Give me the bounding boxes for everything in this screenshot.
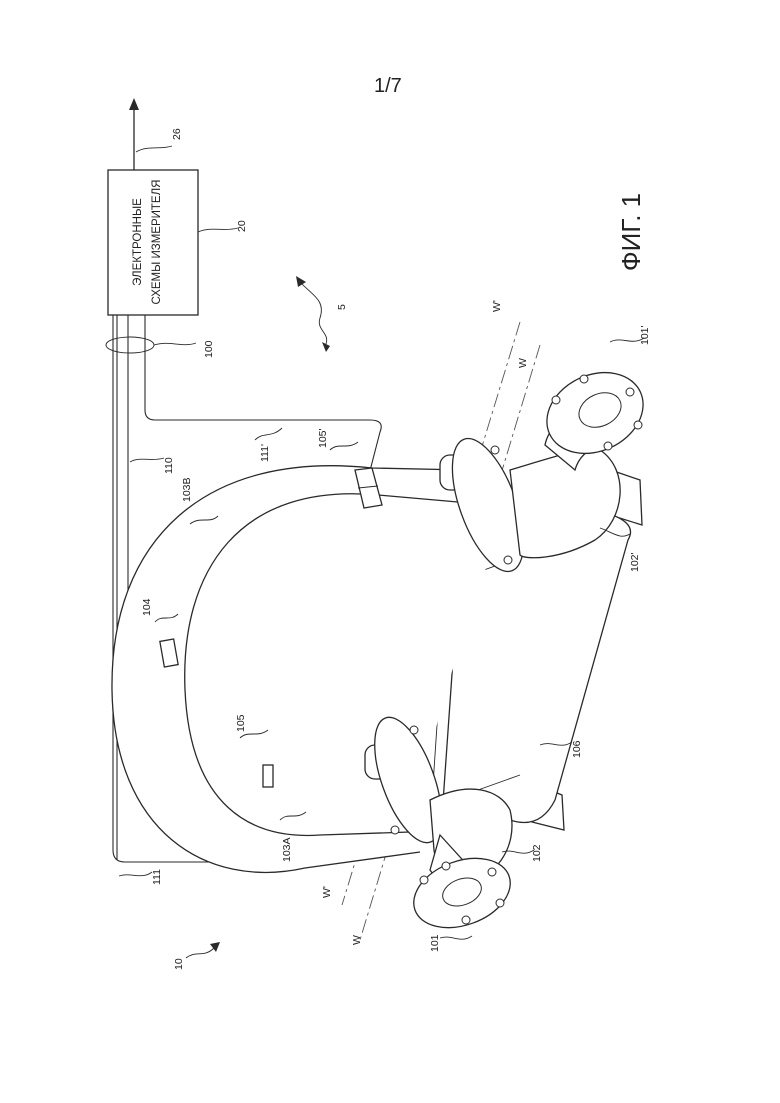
label-106: 106	[571, 740, 583, 758]
label-111: 111	[151, 869, 163, 885]
flowmeter-assembly	[112, 357, 656, 940]
label-5: 5	[336, 304, 348, 310]
label-101p: 101'	[639, 325, 651, 345]
label-26: 26	[171, 128, 183, 140]
label-103b: 103B	[181, 477, 193, 502]
label-110: 110	[163, 457, 175, 474]
electronics-box-line1: ЭЛЕКТРОННЫЕ	[132, 198, 144, 286]
meter-electronics-box: ЭЛЕКТРОННЫЕ СХЕМЫ ИЗМЕРИТЕЛЯ	[108, 170, 198, 315]
figure-title: ФИГ. 1	[616, 193, 646, 271]
page-number: 1/7	[374, 75, 402, 97]
label-10: 10	[173, 958, 185, 970]
assembly-5-pointer: 5	[296, 276, 348, 352]
label-w-bottom: W	[351, 935, 363, 945]
label-100: 100	[203, 340, 215, 358]
label-20: 20	[236, 220, 248, 232]
electronics-box-line2: СХЕМЫ ИЗМЕРИТЕЛЯ	[151, 180, 163, 305]
label-w-prime-bottom: W'	[321, 886, 333, 898]
label-103a: 103A	[281, 837, 293, 862]
label-105: 105	[235, 714, 247, 732]
meter-10-pointer: 10	[173, 942, 220, 970]
label-102p: 102'	[629, 552, 641, 572]
label-w-top: W	[517, 358, 529, 368]
label-101: 101	[429, 934, 441, 952]
label-105p: 105'	[317, 428, 329, 448]
label-w-prime-top: W'	[491, 300, 503, 312]
label-111p: 111'	[259, 444, 271, 462]
label-102: 102	[531, 844, 543, 862]
label-104: 104	[141, 598, 153, 616]
output-signal-arrow: 26	[129, 98, 183, 170]
